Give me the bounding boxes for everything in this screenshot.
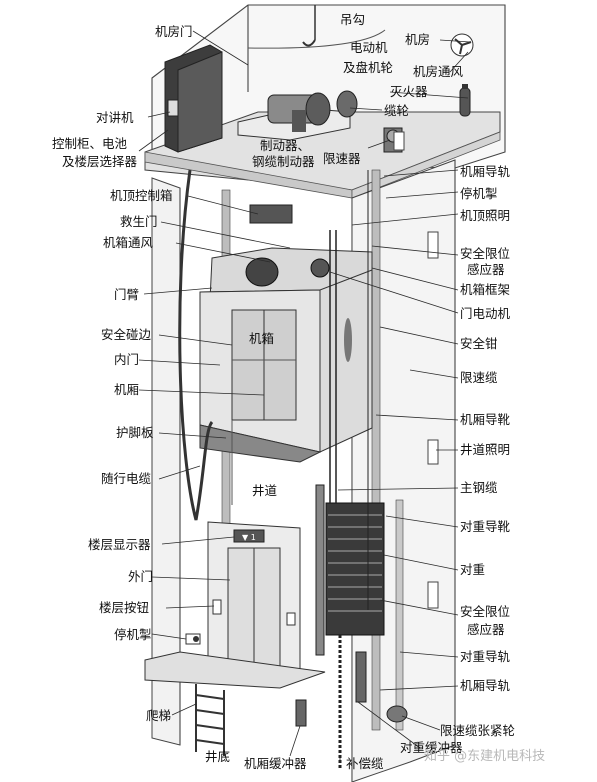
label-sheave: 缆轮 bbox=[384, 103, 409, 118]
label-landing-door: 外门 bbox=[128, 569, 153, 584]
label-door-motor: 门电动机 bbox=[460, 306, 511, 321]
machine-room bbox=[144, 4, 506, 199]
watermark: 知乎 @东建机电科技 bbox=[424, 748, 545, 764]
label-control-cabinet-2: 及楼层选择器 bbox=[62, 154, 138, 169]
label-shaft: 井道 bbox=[252, 483, 278, 498]
elevator-cab bbox=[199, 204, 373, 505]
label-traveling-cable: 随行电缆 bbox=[101, 471, 152, 486]
floor-display-text: ▼ 1 bbox=[242, 533, 256, 542]
label-cw-guide-shoe: 对重导靴 bbox=[460, 519, 511, 534]
label-floor-indicator: 楼层显示器 bbox=[88, 537, 151, 552]
label-car-ventilation: 机箱通风 bbox=[103, 235, 154, 250]
label-toe-guard: 护脚板 bbox=[116, 425, 154, 440]
label-governor: 限速器 bbox=[323, 151, 361, 166]
fire-extinguisher-icon bbox=[459, 84, 471, 117]
label-limit-sensor-bottom: 安全限位 bbox=[460, 604, 510, 619]
traction-machine bbox=[237, 90, 358, 141]
label-safety-edge: 安全碰边 bbox=[101, 327, 152, 342]
label-limit-sensor-top: 安全限位 bbox=[460, 246, 510, 261]
leader-lines bbox=[138, 30, 471, 762]
label-stop-switch-top: 停机掣 bbox=[460, 186, 498, 201]
label-brake-2: 钢缆制动器 bbox=[252, 154, 315, 169]
hook-icon bbox=[302, 5, 316, 47]
label-car-guide-shoe: 机厢导靴 bbox=[460, 412, 511, 427]
label-machine-room: 机房 bbox=[405, 32, 430, 47]
label-car-frame: 机箱框架 bbox=[460, 282, 510, 297]
label-car-guide-rail-top: 机厢导轨 bbox=[460, 164, 511, 179]
counterweight-plates bbox=[328, 514, 382, 612]
counterweight bbox=[315, 170, 385, 768]
label-limit-sensor-top-2: 感应器 bbox=[467, 262, 505, 277]
label-fire-extinguisher: 灭火器 bbox=[390, 84, 428, 99]
label-hook: 吊勾 bbox=[340, 12, 365, 27]
label-governor-rope: 限速缆 bbox=[460, 370, 498, 385]
landing-entrance: ▼ 1 bbox=[144, 521, 408, 756]
label-counterweight: 对重 bbox=[460, 562, 485, 577]
label-car-inline: 机箱 bbox=[249, 331, 274, 346]
label-inner-door: 内门 bbox=[114, 352, 139, 367]
label-compensating-rope: 补偿缆 bbox=[346, 756, 384, 771]
label-rescue-door: 救生门 bbox=[120, 214, 158, 229]
label-floor-button: 楼层按钮 bbox=[99, 600, 149, 615]
control-cabinet bbox=[164, 44, 223, 153]
pit-ladder bbox=[195, 684, 225, 756]
labels-left: 机房门 对讲机 控制柜、电池 及楼层选择器 机顶控制箱 救生门 机箱通风 门臂 … bbox=[52, 24, 193, 723]
label-ladder: 爬梯 bbox=[146, 708, 171, 723]
label-intercom: 对讲机 bbox=[96, 110, 134, 125]
label-machine-room-ventilation: 机房通风 bbox=[413, 64, 464, 79]
label-pit: 井底 bbox=[205, 749, 230, 764]
label-brake: 制动器、 bbox=[260, 138, 310, 153]
label-car-buffer: 机厢缓冲器 bbox=[244, 756, 307, 771]
label-car-guide-rail-bottom: 机厢导轨 bbox=[460, 678, 511, 693]
label-door-arm: 门臂 bbox=[114, 287, 139, 302]
labels-inline: 吊勾 电动机 及盘机轮 制动器、 钢缆制动器 限速器 机箱 井道 井底 机厢缓冲… bbox=[205, 12, 463, 771]
label-main-rope: 主钢缆 bbox=[460, 480, 498, 495]
label-stop-switch-pit: 停机掣 bbox=[114, 627, 152, 642]
label-control-cabinet: 控制柜、电池 bbox=[52, 136, 128, 151]
label-governor-tension-sheave: 限速缆张紧轮 bbox=[440, 723, 515, 738]
label-car-top-control-box: 机顶控制箱 bbox=[110, 188, 173, 203]
labels-right: 机房 机房通风 灭火器 缆轮 机厢导轨 停机掣 机顶照明 安全限位 感应器 机箱… bbox=[384, 32, 515, 738]
label-cw-guide-rail: 对重导轨 bbox=[460, 649, 511, 664]
label-safety-gear: 安全钳 bbox=[460, 336, 498, 351]
label-cw-buffer: 对重缓冲器 bbox=[400, 740, 463, 755]
label-limit-sensor-bottom-2: 感应器 bbox=[467, 622, 505, 637]
label-motor: 电动机 bbox=[350, 40, 388, 55]
label-car-top-light: 机顶照明 bbox=[460, 208, 510, 223]
label-car: 机厢 bbox=[114, 382, 139, 397]
label-motor-2: 及盘机轮 bbox=[343, 60, 393, 75]
traveling-cable bbox=[178, 169, 214, 521]
label-machine-room-door: 机房门 bbox=[155, 24, 193, 39]
label-shaft-light: 井道照明 bbox=[460, 442, 510, 457]
ventilation-fan-icon bbox=[450, 33, 474, 57]
